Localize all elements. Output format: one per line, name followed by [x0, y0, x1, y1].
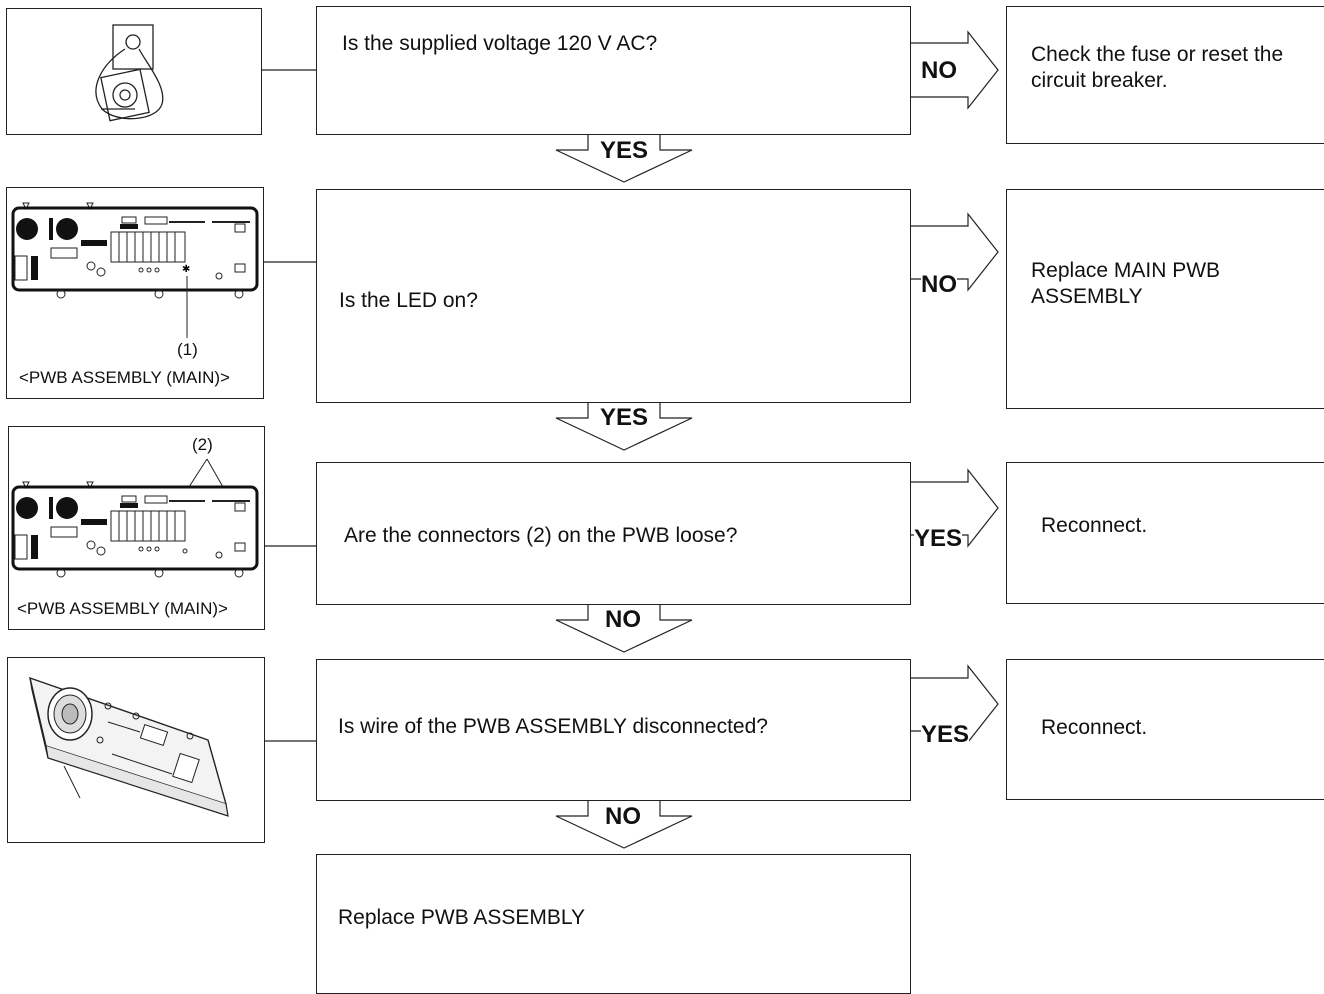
figure-caption: <PWB ASSEMBLY (MAIN)> — [17, 599, 228, 618]
down-label-yes: YES — [600, 404, 649, 432]
outlet-voltmeter-icon — [95, 24, 164, 122]
question-box-2: Is the LED on? — [316, 189, 911, 403]
down-label-no: NO — [605, 606, 641, 634]
action-text: Replace MAIN PWB ASSEMBLY — [1031, 259, 1221, 308]
pwb-board-icon: ✱ — [11, 202, 259, 338]
side-label-no: NO — [921, 57, 957, 85]
action-box-1: Check the fuse or reset the circuit brea… — [1006, 6, 1324, 144]
side-label-yes: YES — [914, 525, 963, 553]
pwb-board-icon — [11, 458, 259, 578]
callout-1: (1) — [177, 340, 198, 359]
image-box-outlet — [6, 8, 262, 135]
question-text: Is wire of the PWB ASSEMBLY disconnected… — [338, 715, 768, 738]
action-box-2: Replace MAIN PWB ASSEMBLY — [1006, 189, 1324, 409]
final-action-text: Replace PWB ASSEMBLY — [338, 906, 586, 929]
question-box-1: Is the supplied voltage 120 V AC? — [316, 6, 911, 135]
image-box-control-panel — [7, 657, 265, 843]
side-label-yes: YES — [921, 721, 970, 749]
question-text: Is the LED on? — [339, 289, 478, 312]
action-box-3: Reconnect. — [1006, 462, 1324, 604]
action-text: Reconnect. — [1041, 514, 1148, 537]
question-box-4: Is wire of the PWB ASSEMBLY disconnected… — [316, 659, 911, 801]
question-text: Is the supplied voltage 120 V AC? — [342, 32, 658, 55]
side-label-no: NO — [921, 271, 957, 299]
figure-caption: <PWB ASSEMBLY (MAIN)> — [19, 368, 230, 387]
callout-2: (2) — [192, 435, 213, 454]
question-text: Are the connectors (2) on the PWB loose? — [344, 524, 738, 547]
down-label-no: NO — [605, 803, 641, 831]
action-text: Reconnect. — [1041, 716, 1148, 739]
image-box-pwb-1: ✱ (1) <PWB ASSEMBLY (MAIN)> — [6, 187, 264, 399]
action-box-4: Reconnect. — [1006, 659, 1324, 800]
svg-text:✱: ✱ — [182, 264, 190, 275]
image-box-pwb-2: (2) <PWB ASSEMBLY (MAIN)> — [8, 426, 265, 630]
final-action-box: Replace PWB ASSEMBLY — [316, 854, 911, 994]
down-label-yes: YES — [600, 137, 649, 165]
question-box-3: Are the connectors (2) on the PWB loose? — [316, 462, 911, 605]
action-text: Check the fuse or reset the circuit brea… — [1031, 43, 1284, 92]
control-panel-icon — [29, 676, 229, 817]
